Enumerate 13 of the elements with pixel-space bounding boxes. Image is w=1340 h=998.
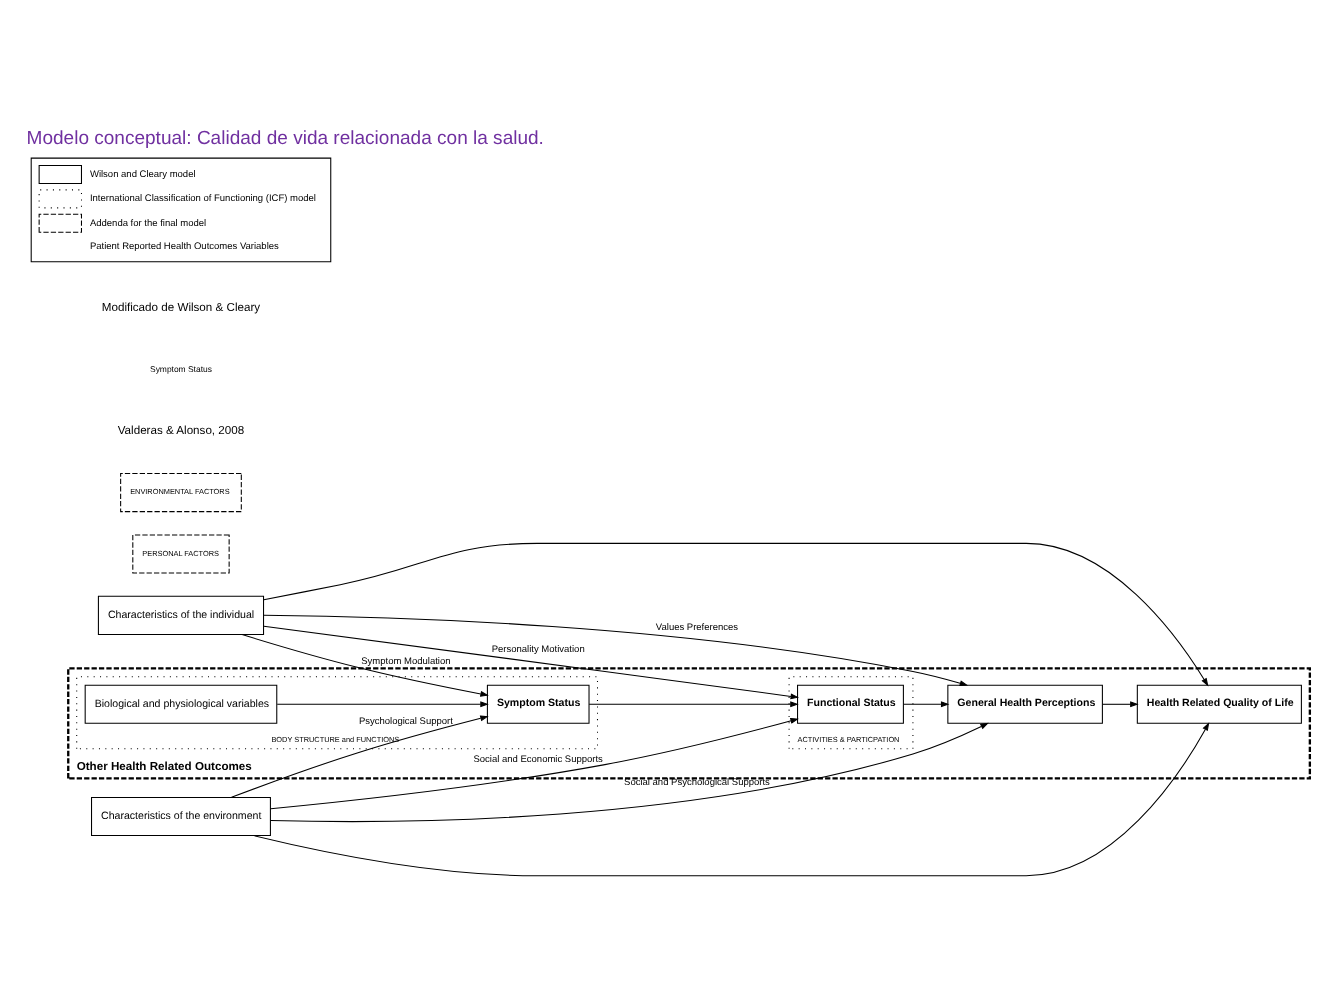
arrow — [1102, 700, 1139, 707]
arrow — [230, 714, 489, 797]
arrow — [270, 717, 799, 809]
arrow — [263, 613, 969, 686]
arrow — [903, 700, 950, 707]
diagram-title: Modelo conceptual: Calidad de vida relacionada con la salud. — [26, 126, 544, 149]
arrow — [263, 624, 799, 699]
arrow — [270, 721, 989, 822]
arrow — [276, 700, 489, 707]
arrow — [263, 541, 1209, 686]
arrow — [253, 721, 1210, 876]
arrow — [241, 633, 489, 696]
arrow — [588, 700, 799, 707]
